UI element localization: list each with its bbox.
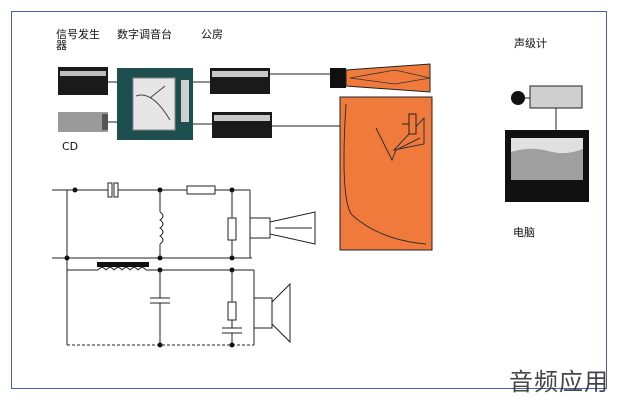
label-signal-generator: 信号发生器 — [56, 28, 100, 52]
label-power-amp: 公房 — [201, 28, 223, 41]
sound-level-meter-device — [511, 85, 583, 130]
digital-console-device — [117, 68, 193, 140]
signal-wires — [108, 73, 340, 127]
label-computer: 电脑 — [513, 226, 535, 239]
crossover-driver-upper — [249, 211, 316, 245]
crossover-driver-lower — [253, 282, 291, 344]
junction-dots — [64, 187, 235, 348]
horn-speaker — [330, 63, 431, 93]
watermark-text: 音频应用 — [509, 368, 609, 396]
inductor-core — [97, 262, 149, 267]
power-amp-2-device — [212, 112, 272, 138]
computer-device — [505, 130, 589, 202]
power-amp-1-device — [210, 68, 270, 94]
speaker-cabinet — [339, 96, 433, 251]
label-sound-level-meter: 声级计 — [514, 37, 547, 50]
label-digital-console: 数字调音台 — [117, 28, 172, 41]
cd-player-device — [58, 112, 108, 132]
diagram-frame — [11, 11, 607, 389]
signal-generator-device — [58, 67, 108, 95]
label-cd: CD — [62, 140, 79, 153]
crossover-circuit — [52, 182, 255, 346]
